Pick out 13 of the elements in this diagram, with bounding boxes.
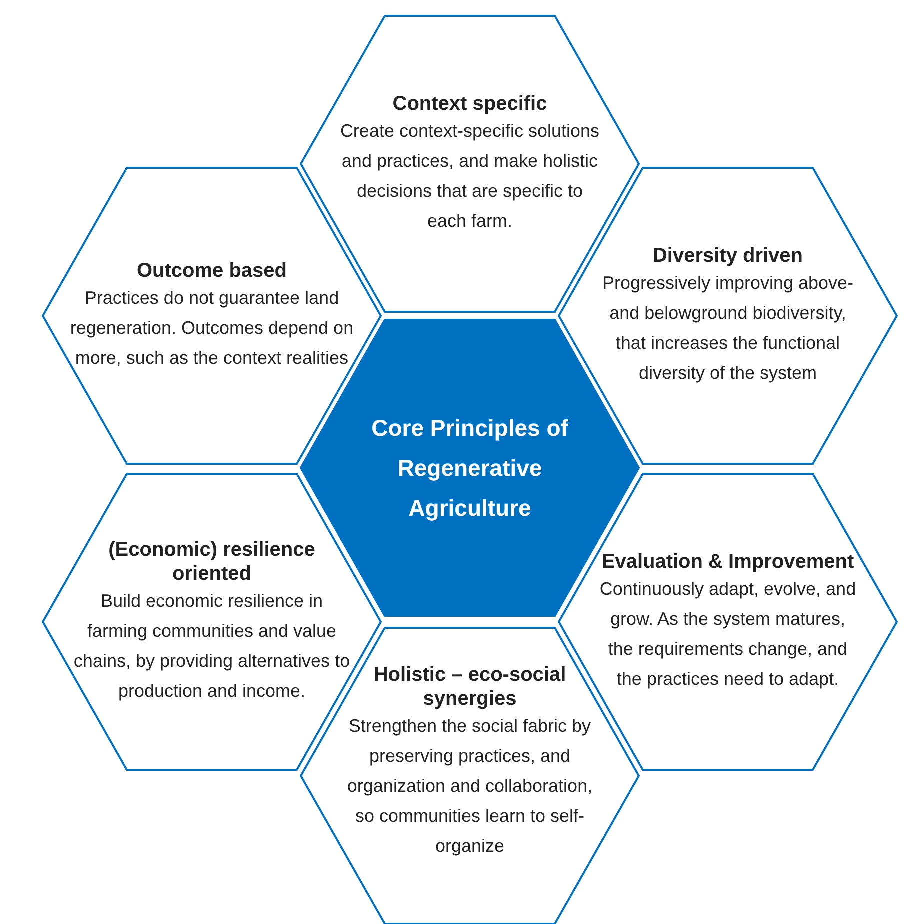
center-title: Core Principles of Regenerative Agriculture [370,414,570,523]
principle-heading: Evaluation & Improvement [600,550,856,574]
principle-description: Practices do not guarantee land regeneration. Outcomes depend on more, such as the context realities [69,287,355,370]
principle-heading: Context specific [392,92,548,116]
principle-description: Progressively improving above- and belowground biodiversity, that increases the functional diversity of the system [601,272,855,385]
principle-description: Build economic resilience in farming communities and value chains, by providing alternatives to production and income. [72,590,352,703]
principle-heading: Outcome based [136,259,288,283]
principle-description: Create context-specific solutions and practices, and make holistic decisions that are specific to each farm. [340,120,600,233]
principle-heading: Diversity driven [652,244,804,268]
principle-heading: Holistic – eco-social synergies [372,663,568,711]
principle-description: Continuously adapt, evolve, and grow. As the system matures, the requirements change, and the practices need to adapt. [598,578,858,691]
principle-heading: (Economic) resilience oriented [108,538,316,586]
principle-description: Strengthen the social fabric by preserving practices, and organization and collaboration, so communities learn to self-organize [346,715,594,858]
